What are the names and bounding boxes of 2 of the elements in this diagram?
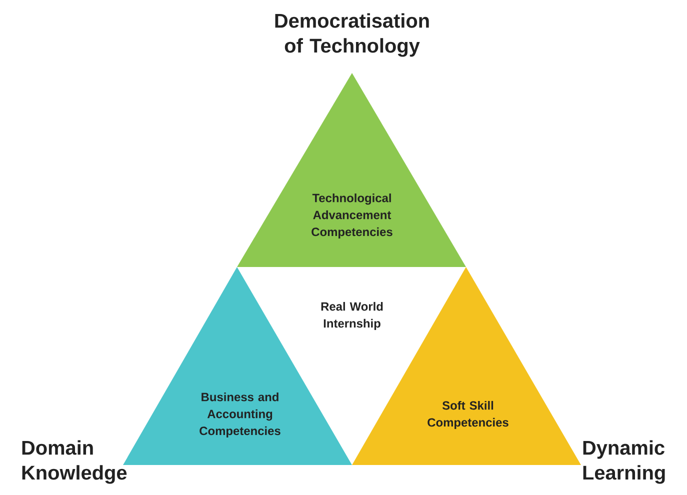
triangle: Technological Advancement Competencies (237, 73, 466, 267)
corner-label: Dynamic Learning (583, 440, 665, 484)
